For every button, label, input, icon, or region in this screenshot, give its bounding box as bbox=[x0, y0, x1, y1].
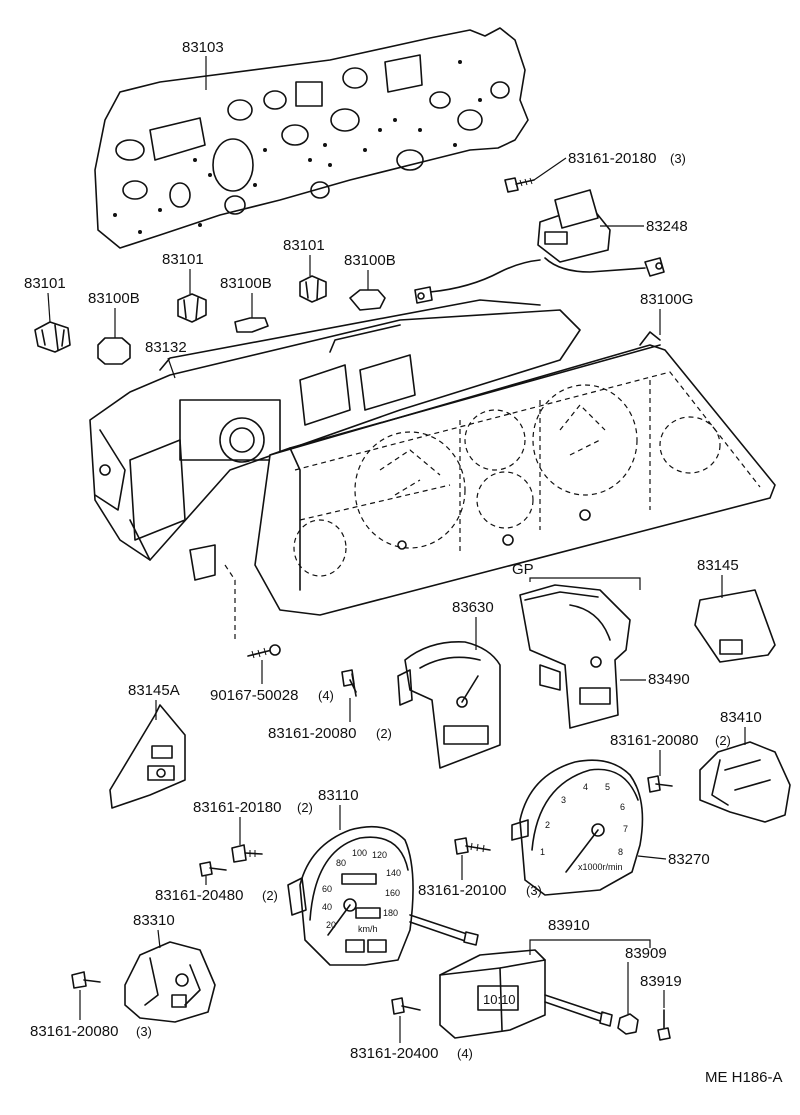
label-83101-right: 83101 bbox=[283, 237, 325, 254]
bulb-socket-83101-left: 83101 bbox=[24, 275, 71, 353]
tach-unit: x1000r/min bbox=[578, 862, 623, 872]
label-83100G: 83100G bbox=[640, 291, 693, 308]
svg-text:160: 160 bbox=[385, 888, 400, 898]
svg-text:60: 60 bbox=[322, 884, 332, 894]
qty-83161-20400: (4) bbox=[457, 1046, 473, 1061]
temp-gauge-83490: 83490 bbox=[519, 584, 690, 729]
qty-83161-20100: (3) bbox=[526, 883, 542, 898]
label-83919: 83919 bbox=[640, 973, 682, 990]
screw-83161-20080-low: 83161-20080 (3) bbox=[30, 971, 152, 1040]
label-gp: GP bbox=[512, 561, 534, 578]
label-83110: 83110 bbox=[318, 787, 359, 804]
label-83161-20080-low: 83161-20080 bbox=[30, 1023, 118, 1040]
label-83100B-right: 83100B bbox=[344, 252, 396, 269]
qty-83161-20080-low: (3) bbox=[136, 1024, 152, 1039]
screw-90167-50028: 90167-50028 (4) bbox=[210, 564, 334, 704]
bulb-83100B-left: 83100B bbox=[88, 290, 140, 365]
bulb-83100B-right: 83100B bbox=[344, 252, 396, 311]
label-83100B-left: 83100B bbox=[88, 290, 140, 307]
bulb-socket-83101-right: 83101 bbox=[283, 237, 327, 303]
meter-case-83132: 83132 bbox=[89, 299, 581, 581]
label-83310: 83310 bbox=[133, 912, 175, 929]
tach-tick-labels: 1 2 3 4 5 6 7 8 bbox=[540, 782, 628, 857]
gp-group: GP bbox=[512, 561, 641, 590]
screw-83919: 83919 bbox=[640, 973, 682, 1041]
label-90167-50028: 90167-50028 bbox=[210, 687, 298, 704]
clock-display: 10:10 bbox=[483, 992, 516, 1007]
svg-text:100: 100 bbox=[352, 848, 367, 858]
bulb-socket-83101-mid: 83101 bbox=[162, 251, 207, 323]
label-83410: 83410 bbox=[720, 709, 762, 726]
label-83132: 83132 bbox=[145, 339, 187, 356]
tachometer-83270: 1 2 3 4 5 6 7 8 x1000r/min 83270 bbox=[511, 759, 710, 896]
diagram-id: ME H186-A bbox=[705, 1069, 783, 1086]
label-83161-20180-low: 83161-20180 bbox=[193, 799, 281, 816]
fuel-gauge-83630: 83630 bbox=[397, 599, 501, 769]
svg-text:20: 20 bbox=[326, 920, 336, 930]
svg-text:1: 1 bbox=[540, 847, 545, 857]
svg-text:140: 140 bbox=[386, 868, 401, 878]
label-83101-mid: 83101 bbox=[162, 251, 204, 268]
screw-83161-20180-low: 83161-20180 (2) bbox=[193, 799, 313, 863]
qty-90167-50028: (4) bbox=[318, 688, 334, 703]
label-83248: 83248 bbox=[646, 218, 688, 235]
svg-text:5: 5 bbox=[605, 782, 610, 792]
qty-83161-20080-right: (2) bbox=[715, 733, 731, 748]
label-83910: 83910 bbox=[548, 917, 590, 934]
label-83161-20480: 83161-20480 bbox=[155, 887, 243, 904]
svg-text:3: 3 bbox=[561, 795, 566, 805]
svg-text:80: 80 bbox=[336, 858, 346, 868]
label-83909: 83909 bbox=[625, 945, 667, 962]
label-83270: 83270 bbox=[668, 851, 710, 868]
label-83145: 83145 bbox=[697, 557, 739, 574]
svg-text:4: 4 bbox=[583, 782, 588, 792]
svg-text:6: 6 bbox=[620, 802, 625, 812]
label-83490: 83490 bbox=[648, 671, 690, 688]
screw-83161-20480: 83161-20480 (2) bbox=[155, 861, 278, 904]
meter-cluster-83100G: 83100G bbox=[254, 291, 776, 616]
label-83161-20100: 83161-20100 bbox=[418, 882, 506, 899]
qty-83161-20180-top: (3) bbox=[670, 151, 686, 166]
board-83145A: 83145A bbox=[109, 682, 186, 809]
svg-text:2: 2 bbox=[545, 820, 550, 830]
label-83100B-mid: 83100B bbox=[220, 275, 272, 292]
qty-83161-20080-mid: (2) bbox=[376, 726, 392, 741]
label-83101-left: 83101 bbox=[24, 275, 66, 292]
label-83630: 83630 bbox=[452, 599, 494, 616]
speedo-unit: km/h bbox=[358, 924, 378, 934]
printed-circuit-plate-83103: 83103 bbox=[94, 27, 529, 249]
svg-text:180: 180 bbox=[383, 908, 398, 918]
gauge-83410: 83410 bbox=[699, 709, 791, 823]
label-83161-20400: 83161-20400 bbox=[350, 1045, 438, 1062]
gauge-83310: 83310 bbox=[124, 912, 216, 1023]
clock-83910: 10:10 83910 bbox=[439, 917, 651, 1039]
knob-83909: 83909 bbox=[617, 945, 667, 1035]
screw-83161-20080-right: 83161-20080 (2) bbox=[610, 732, 731, 793]
screw-83161-20180-top: 83161-20180 (3) bbox=[504, 150, 686, 193]
qty-83161-20180-low: (2) bbox=[297, 800, 313, 815]
svg-text:40: 40 bbox=[322, 902, 332, 912]
screw-83161-20080-mid: 83161-20080 (2) bbox=[268, 669, 392, 742]
label-83161-20080-mid: 83161-20080 bbox=[268, 725, 356, 742]
svg-text:7: 7 bbox=[623, 824, 628, 834]
label-83103: 83103 bbox=[182, 39, 224, 56]
qty-83161-20480: (2) bbox=[262, 888, 278, 903]
board-83145: 83145 bbox=[694, 557, 776, 663]
screw-83161-20100: 83161-20100 (3) bbox=[418, 837, 542, 899]
screw-83161-20400: 83161-20400 (4) bbox=[350, 997, 473, 1062]
svg-text:8: 8 bbox=[618, 847, 623, 857]
speedo-tick-labels: 20 40 60 80 100 120 140 160 180 bbox=[322, 848, 401, 930]
label-83161-20080-right: 83161-20080 bbox=[610, 732, 698, 749]
label-83145A: 83145A bbox=[128, 682, 180, 699]
svg-text:120: 120 bbox=[372, 850, 387, 860]
speedometer-83110: 20 40 60 80 100 120 140 160 180 km/h 831… bbox=[287, 787, 479, 966]
label-83161-20180-top: 83161-20180 bbox=[568, 150, 656, 167]
bulb-83100B-mid: 83100B bbox=[220, 275, 272, 333]
bracket-83248: 83248 bbox=[414, 189, 688, 304]
